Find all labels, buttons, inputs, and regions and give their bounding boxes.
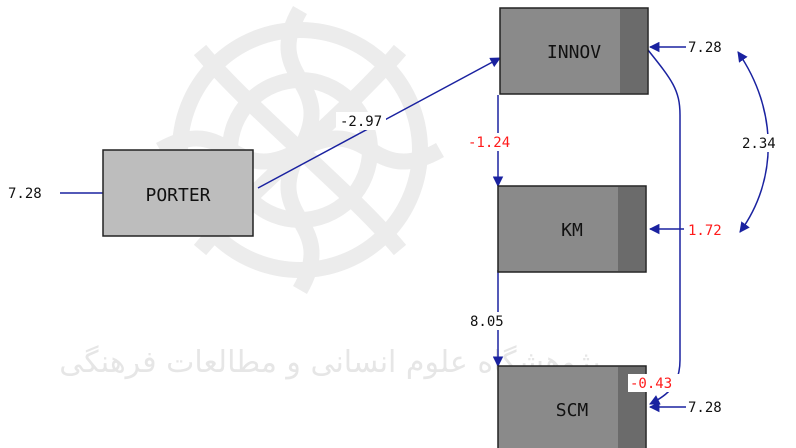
node-km: KM <box>497 185 647 273</box>
porter-label: PORTER <box>145 185 210 206</box>
porter-box <box>102 149 254 237</box>
watermark: پژوهشگاه علوم انسانی و مطالعات فرهنگی <box>59 6 601 380</box>
km-scm-value: 8.05 <box>470 314 504 330</box>
km-box-shade <box>618 187 645 271</box>
innov-km-cov-value: 2.34 <box>742 136 776 152</box>
innov-km-label-bg <box>464 133 516 151</box>
node-innov: INNOV <box>499 7 649 95</box>
km-error-value: 1.72 <box>688 223 722 239</box>
porter-to-innov-label-bg <box>336 112 386 130</box>
innov-label: INNOV <box>547 42 601 63</box>
innov-km-value: -1.24 <box>468 135 510 151</box>
innov-scm-label-bg <box>628 374 682 392</box>
km-error-label-bg <box>684 222 732 239</box>
scm-error-value: 7.28 <box>688 400 722 416</box>
porter-to-innov-value: -2.97 <box>340 114 382 130</box>
porter-error-value: 7.28 <box>8 186 42 202</box>
value-labels: 7.28 -2.97 -1.24 8.05 7.28 1.72 7.28 -0.… <box>8 40 790 416</box>
covariance-label-bg <box>738 134 790 152</box>
km-label: KM <box>561 220 583 241</box>
node-porter: PORTER <box>102 149 254 237</box>
innov-scm-value: -0.43 <box>630 376 672 392</box>
innov-box-shade <box>620 9 647 93</box>
scm-label: SCM <box>556 400 589 421</box>
node-scm: SCM <box>497 365 647 448</box>
innov-to-scm-path <box>647 49 681 405</box>
innov-error-value: 7.28 <box>688 40 722 56</box>
km-scm-label-bg <box>466 312 514 330</box>
